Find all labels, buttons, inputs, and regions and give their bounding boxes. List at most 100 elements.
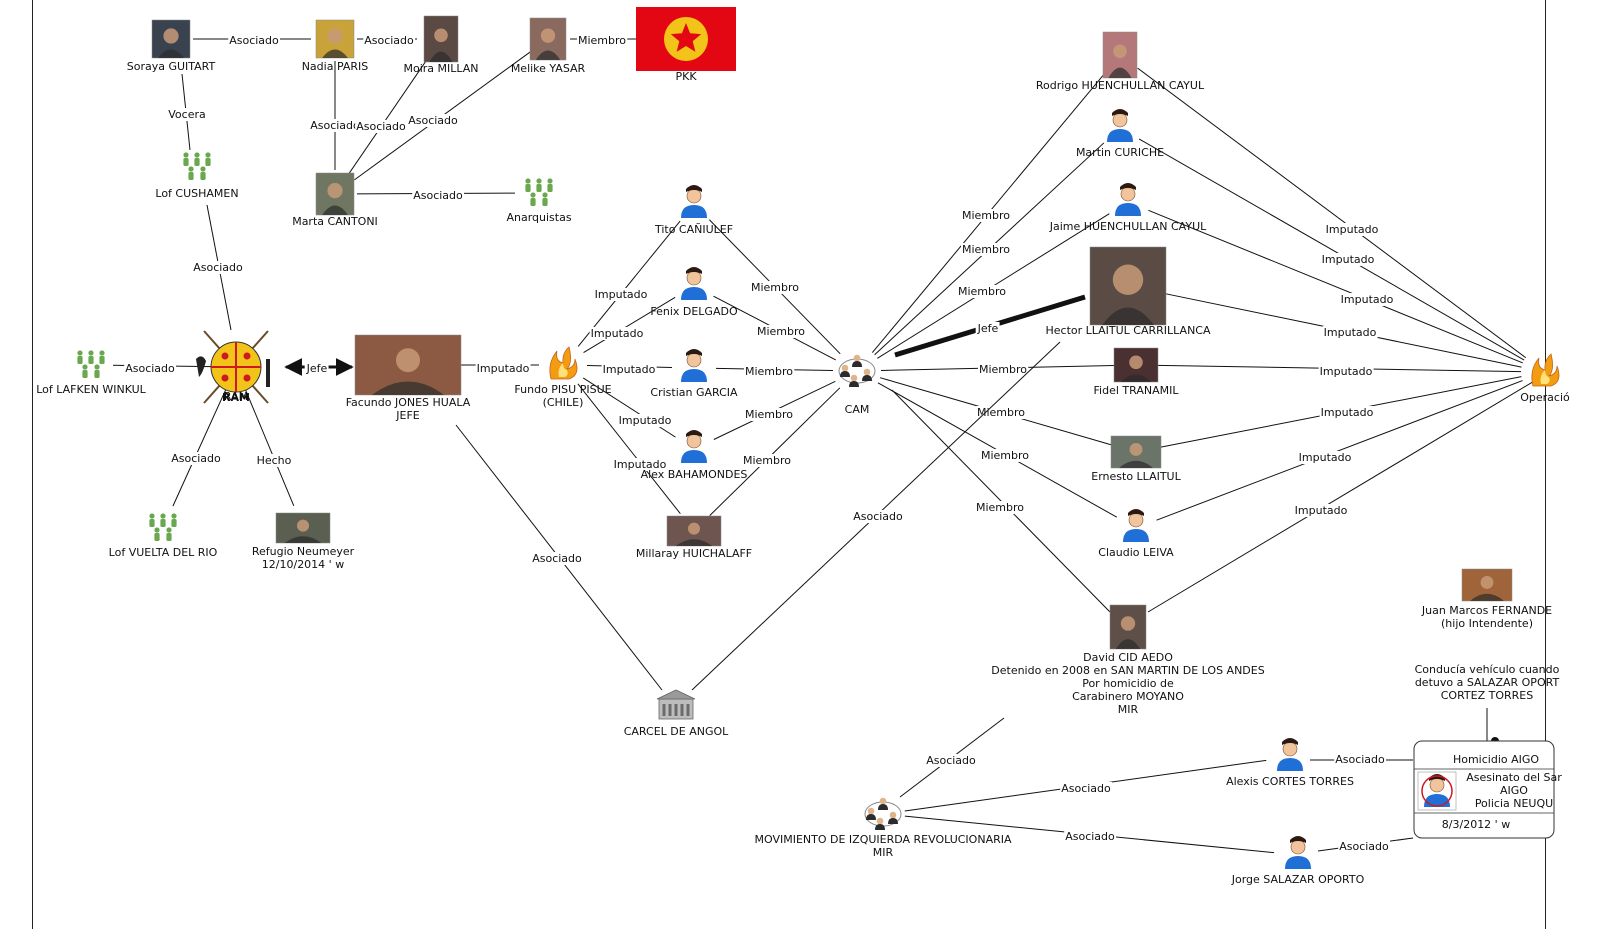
card-title: Homicidio AIGO xyxy=(1453,753,1539,766)
node-jaime[interactable]: Jaime HUENCHULLAN CAYUL xyxy=(1049,183,1207,233)
edge-label-bg xyxy=(304,362,329,375)
node-label: Ernesto LLAITUL xyxy=(1091,470,1181,483)
edge-label: Asociado xyxy=(364,34,414,47)
edge-label-bg xyxy=(617,414,673,427)
frame-border-right xyxy=(1545,0,1546,929)
cell-head xyxy=(850,374,858,382)
node-hector[interactable]: Hector LLAITUL CARRILLANCA xyxy=(1045,246,1211,337)
ram-emblem-text: RAM xyxy=(222,391,250,404)
node-martin[interactable]: Martin CURICHE xyxy=(1076,109,1164,159)
edge-label: Imputado xyxy=(1321,406,1374,419)
edge-moira-marta xyxy=(348,56,429,175)
card-victim-icon xyxy=(1421,774,1453,807)
cell-head xyxy=(841,364,849,372)
node-jorge[interactable]: Jorge SALAZAR OPORTO xyxy=(1231,836,1365,886)
node-alexis[interactable]: Alexis CORTES TORRES xyxy=(1226,738,1354,788)
node-vuelta[interactable]: Lof VUELTA DEL RIO xyxy=(109,513,218,559)
group-head xyxy=(542,192,548,198)
node-marta[interactable]: Marta CANTONI xyxy=(292,172,378,228)
edge-label: Hecho xyxy=(257,454,292,467)
edge-label-bg xyxy=(755,325,807,338)
ram-rifle xyxy=(266,359,270,387)
node-fundo[interactable]: Fundo PISU PISUE(CHILE) xyxy=(514,346,612,409)
edge-label-bg xyxy=(749,281,801,294)
photo-face xyxy=(688,522,700,535)
edge-label: Asociado xyxy=(853,510,903,523)
building-bar xyxy=(674,704,678,716)
node-cam[interactable]: CAM xyxy=(838,354,876,416)
node-melike[interactable]: Melike YASAR xyxy=(511,17,586,75)
node-soraya[interactable]: Soraya GUITART xyxy=(127,19,216,73)
edge-label: Miembro xyxy=(981,449,1029,462)
edge-martin-operacion xyxy=(1138,138,1525,361)
node-moira[interactable]: Moira MILLAN xyxy=(403,15,479,75)
node-millaray[interactable]: Millaray HUICHALAFF xyxy=(636,515,752,560)
nodes-layer: Soraya GUITART Nadia PARIS Moira MILLAN Mel… xyxy=(36,7,1570,886)
edge-label-bg xyxy=(1324,223,1380,236)
edge-label: Imputado xyxy=(1326,223,1379,236)
node-rodrigo[interactable]: Rodrigo HUENCHULLAN CAYUL xyxy=(1036,31,1205,92)
cell-body xyxy=(888,818,898,824)
node-nadia[interactable]: Nadia PARIS xyxy=(302,19,369,73)
node-label: David CID AEDO xyxy=(1083,651,1173,664)
fire-core xyxy=(558,363,568,377)
edge-label: Imputado xyxy=(603,363,656,376)
node-anarquistas[interactable]: Anarquistas xyxy=(506,178,572,224)
node-label: Nadia PARIS xyxy=(302,60,369,73)
node-label: 12/10/2014 ' w xyxy=(262,558,344,571)
edge-rodrigo-operacion xyxy=(1137,67,1527,359)
node-pkk[interactable]: PKK xyxy=(636,7,736,83)
group-head xyxy=(547,178,553,184)
building-bar xyxy=(686,704,690,716)
edge-label: Asociado xyxy=(1065,830,1115,843)
node-label: Lof VUELTA DEL RIO xyxy=(109,546,218,559)
edge-millaray-cam xyxy=(709,387,841,516)
edge-fenix-fundo xyxy=(583,296,676,354)
photo-shoulders xyxy=(1119,460,1153,468)
group-body xyxy=(149,519,155,527)
node-tito[interactable]: Tito CAÑIULEF xyxy=(654,185,733,236)
edge-label: Imputado xyxy=(595,288,648,301)
node-label: (CHILE) xyxy=(543,396,584,409)
node-cristian[interactable]: Cristian GARCIA xyxy=(650,349,738,399)
photo-face xyxy=(1112,264,1144,295)
edge-label-bg xyxy=(363,34,416,47)
node-operacion[interactable]: Operació xyxy=(1520,353,1570,404)
node-claudio[interactable]: Claudio LEIVA xyxy=(1098,509,1174,559)
edge-label: Asociado xyxy=(1061,782,1111,795)
node-mir[interactable]: MOVIMIENTO DE IZQUIERDA REVOLUCIONARIAMI… xyxy=(754,797,1012,859)
node-juan[interactable]: Juan Marcos FERNANDE(hijo Intendente) xyxy=(1421,568,1552,630)
group-body xyxy=(530,198,536,206)
edge-label: Imputado xyxy=(477,362,530,375)
edge-label: Asociado xyxy=(193,261,243,274)
node-label: Martin CURICHE xyxy=(1076,146,1164,159)
node-alex[interactable]: Alex BAHAMONDES xyxy=(641,430,748,481)
node-lafken[interactable]: Lof LAFKEN WINKUL xyxy=(36,350,147,396)
node-carcel[interactable]: CARCEL DE ANGOL xyxy=(624,689,729,738)
edge-label: Miembro xyxy=(745,408,793,421)
node-label: Tito CAÑIULEF xyxy=(654,223,733,236)
person-head xyxy=(1282,741,1298,757)
person-body xyxy=(1107,129,1133,142)
node-fidel[interactable]: Fidel TRANAMIL xyxy=(1094,347,1180,397)
node-ernesto[interactable]: Ernesto LLAITUL xyxy=(1091,435,1182,483)
node-label: JEFE xyxy=(395,409,420,422)
card-body-line: Policia NEUQU xyxy=(1475,797,1553,810)
photo-shoulders xyxy=(1108,67,1132,78)
group-body xyxy=(88,356,94,364)
node-fenix[interactable]: Fenix DELGADO xyxy=(650,267,738,318)
node-cushamen[interactable]: Lof CUSHAMEN xyxy=(155,152,239,200)
group-head xyxy=(154,527,160,533)
node-label: Soraya GUITART xyxy=(127,60,216,73)
edge-label: Imputado xyxy=(1295,504,1348,517)
edge-label-bg xyxy=(977,363,1029,376)
cell-body xyxy=(849,381,859,387)
node-label: MOVIMIENTO DE IZQUIERDA REVOLUCIONARIA xyxy=(754,833,1011,846)
photo-face xyxy=(1113,44,1127,59)
